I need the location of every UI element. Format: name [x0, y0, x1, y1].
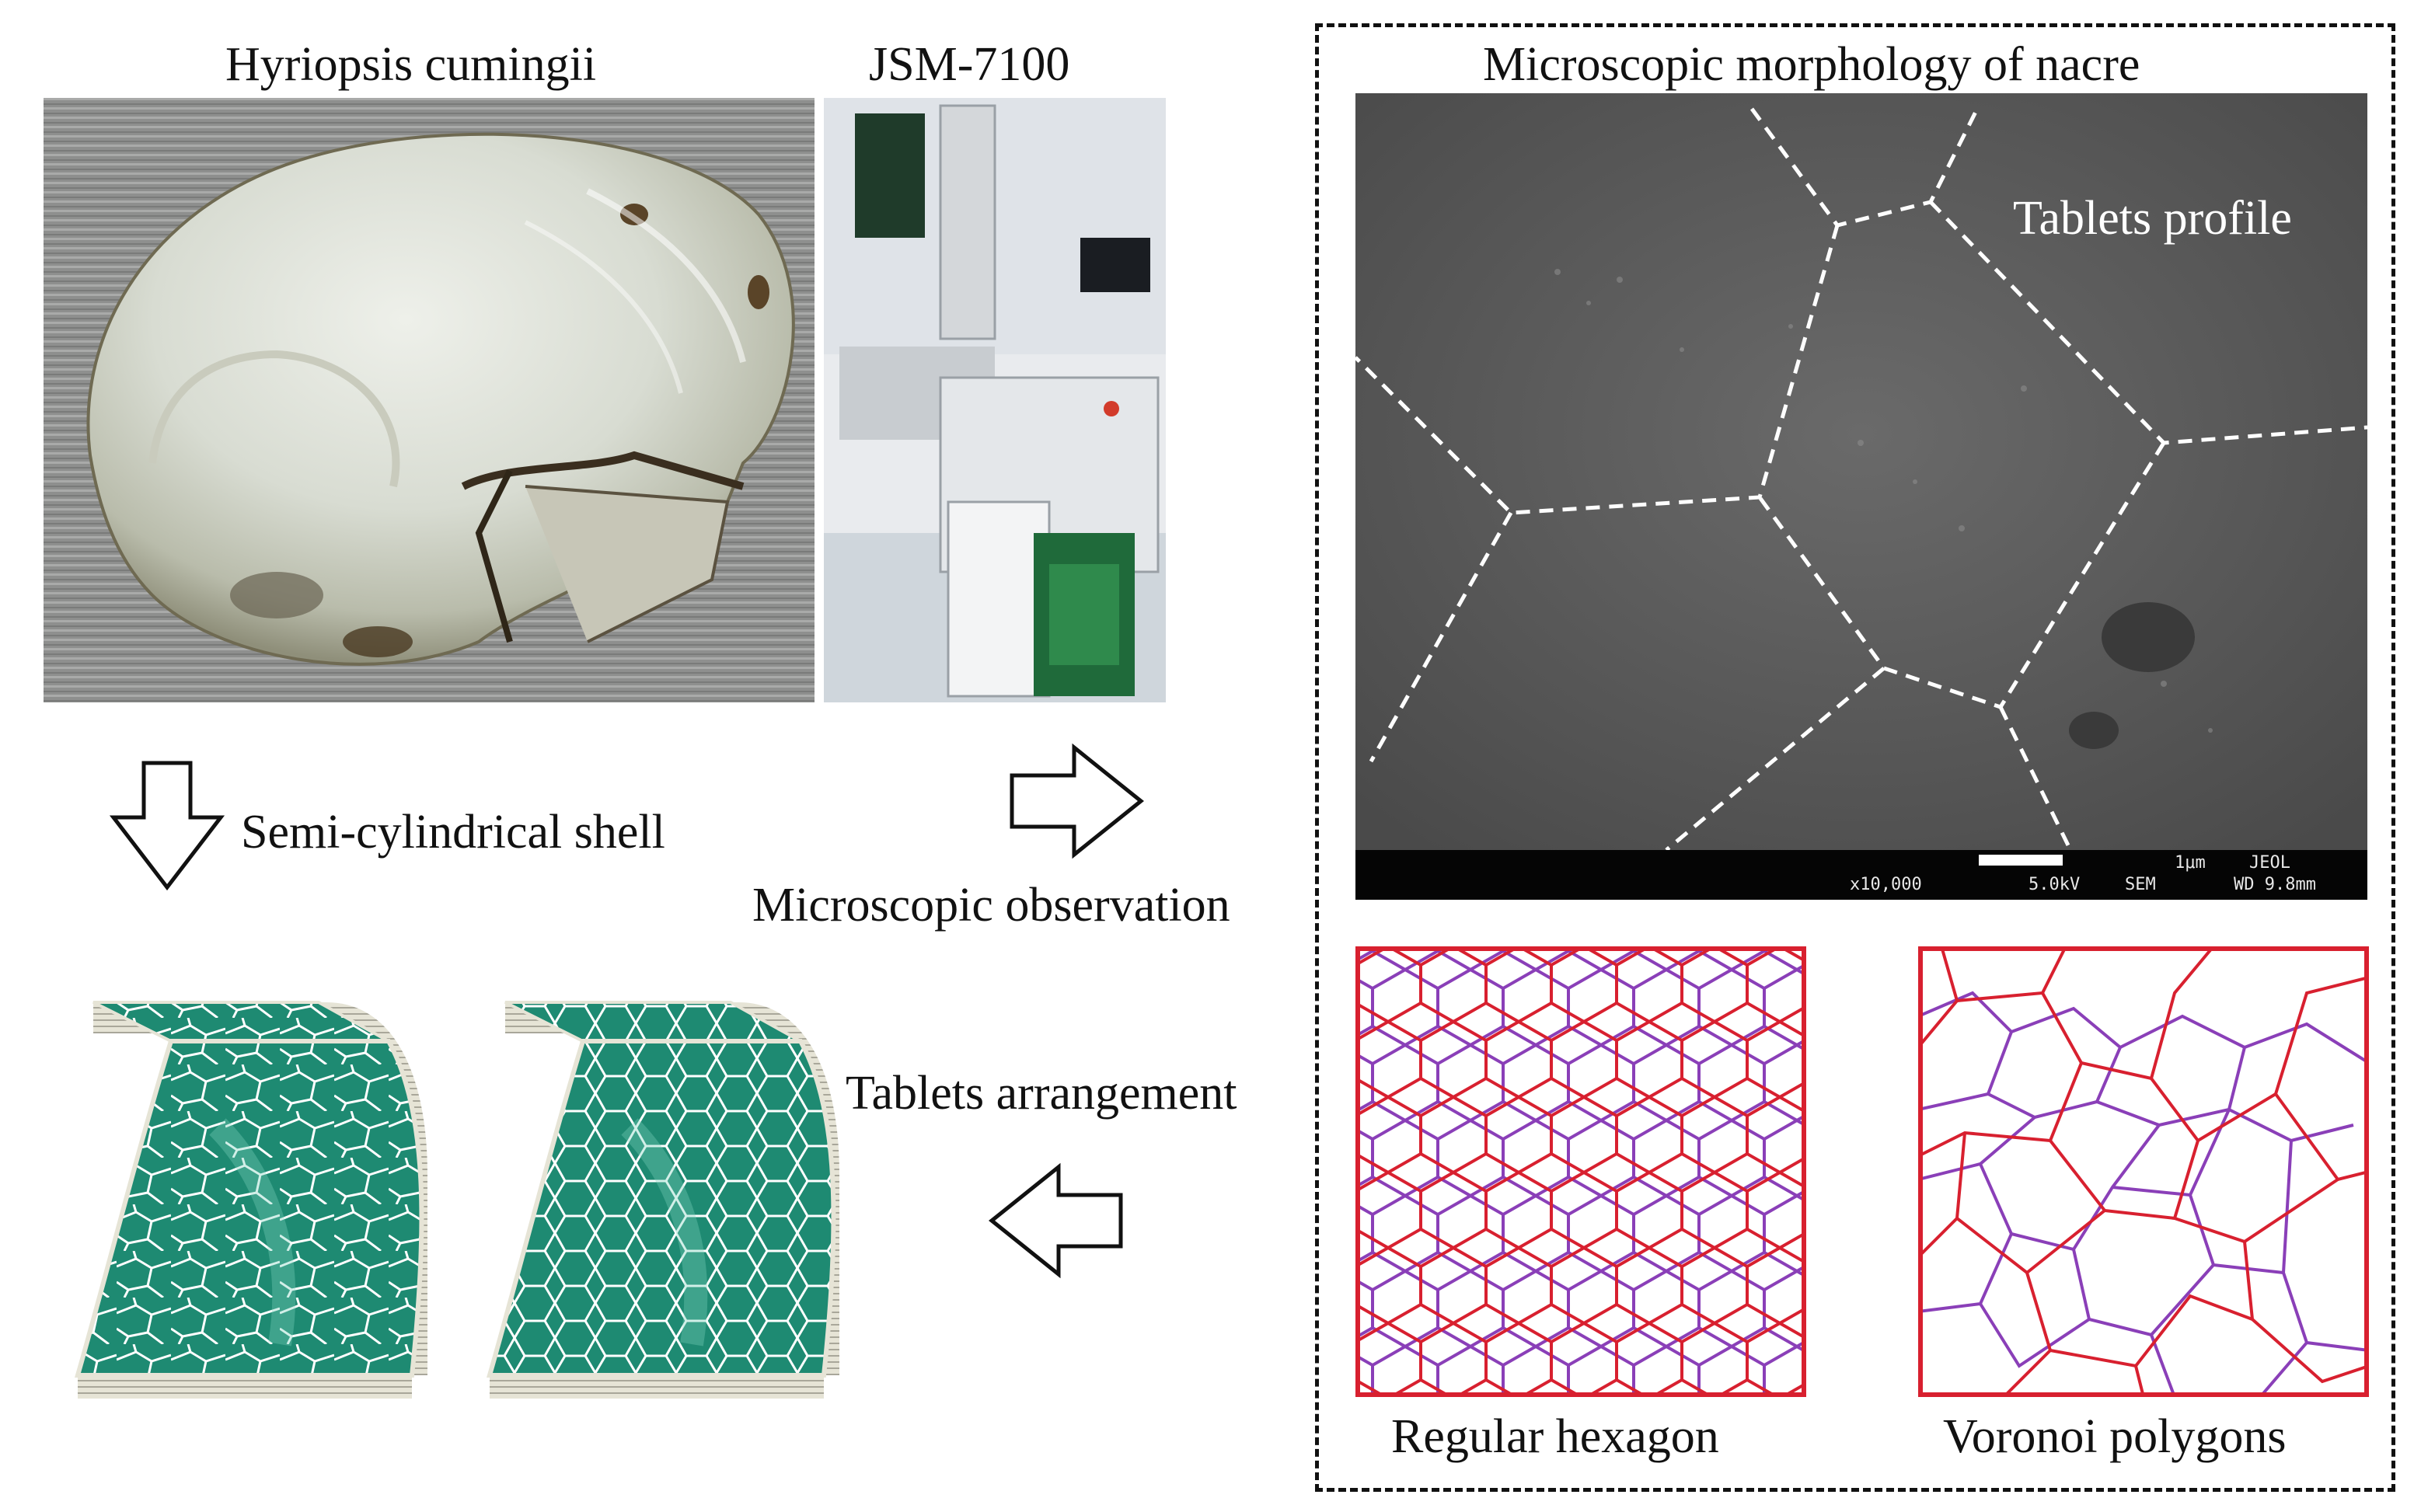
- right-arrow-icon: [1010, 743, 1144, 859]
- instrument-photo-title: JSM-7100: [869, 38, 1070, 91]
- tablets-arrangement-label: Tablets arrangement: [846, 1067, 1237, 1120]
- tablets-profile-label: Tablets profile: [2013, 192, 2292, 245]
- voronoi-pattern: [1918, 946, 2369, 1397]
- left-arrow-icon: [989, 1162, 1123, 1279]
- sem-voltage-text: 5.0kV: [2029, 875, 2081, 894]
- sem-mode-text: SEM: [2125, 875, 2156, 894]
- sem-scale-bar: [1979, 855, 2063, 866]
- nacre-panel-title: Microscopic morphology of nacre: [1483, 38, 2140, 91]
- shell-photo-title: Hyriopsis cumingii: [225, 38, 597, 91]
- down-arrow-icon: [109, 761, 225, 891]
- sem-magnification-text: x10,000: [1850, 875, 1922, 894]
- hexagon-shell-model: [474, 971, 894, 1406]
- microscopic-observation-label: Microscopic observation: [752, 879, 1230, 932]
- regular-hexagon-pattern: [1355, 946, 1806, 1397]
- instrument-photo: [824, 98, 1166, 702]
- shell-photo: [44, 98, 815, 702]
- sem-scale-text: 1μm: [2175, 853, 2206, 873]
- regular-hexagon-label: Regular hexagon: [1391, 1410, 1719, 1463]
- nacre-frame: [1315, 23, 2395, 1492]
- semi-cylindrical-shell-label: Semi-cylindrical shell: [241, 806, 665, 859]
- voronoi-polygons-label: Voronoi polygons: [1943, 1410, 2287, 1463]
- sem-info-bar: [1355, 850, 2367, 900]
- sem-brand-text: JEOL: [2249, 853, 2290, 873]
- sem-wd-text: WD 9.8mm: [2234, 875, 2316, 894]
- sem-image: Tablets profile 1μm JEOL x10,000 5.0kV S…: [1355, 93, 2367, 900]
- voronoi-shell-model: [62, 971, 482, 1406]
